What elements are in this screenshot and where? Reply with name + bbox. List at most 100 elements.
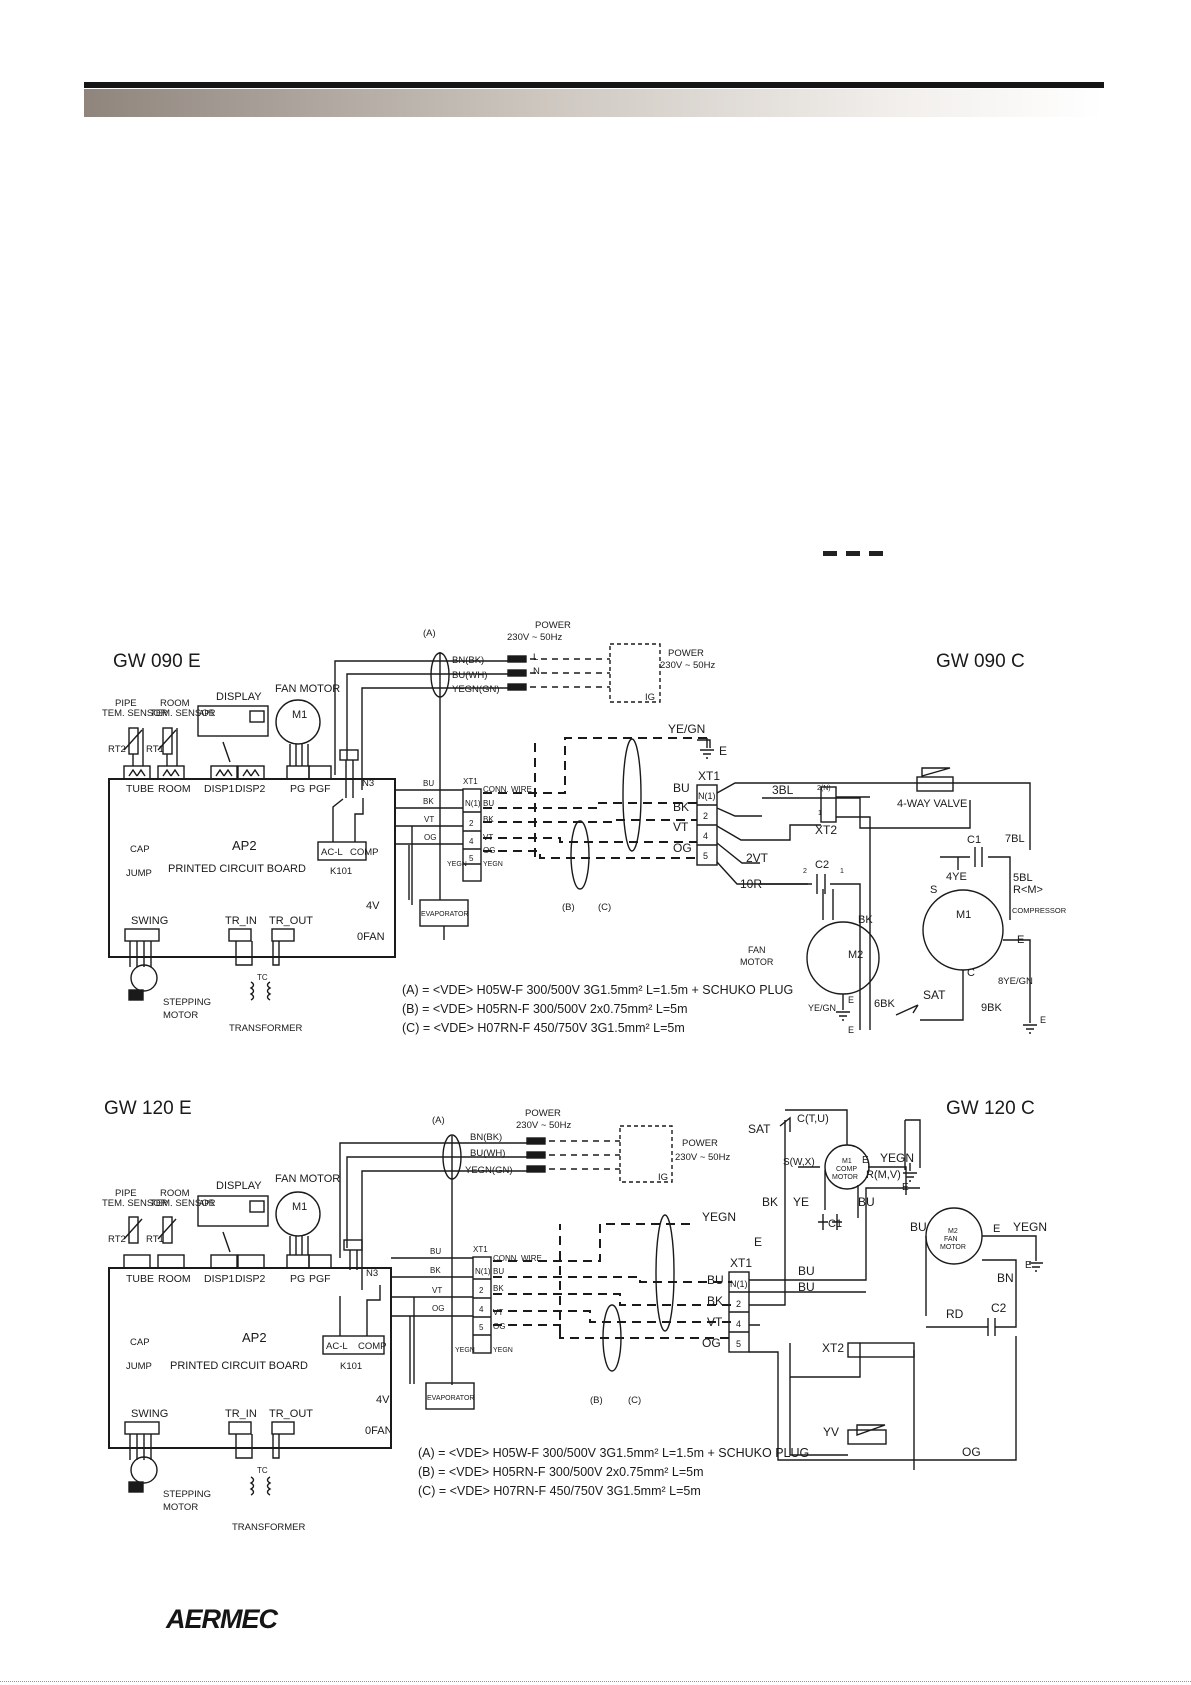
svg-text:(C): (C)	[598, 902, 611, 913]
svg-text:C: C	[967, 967, 975, 979]
connector-pg	[286, 765, 310, 780]
svg-text:M1: M1	[842, 1158, 852, 1165]
svg-text:CAP: CAP	[130, 844, 150, 855]
svg-text:E: E	[848, 995, 854, 1005]
model-title-gw120e: GW 120 E	[104, 1098, 192, 1119]
svg-text:L: L	[533, 652, 538, 663]
svg-text:BU: BU	[430, 1247, 441, 1256]
svg-text:BU: BU	[707, 1273, 724, 1287]
svg-text:K101: K101	[340, 1361, 362, 1372]
svg-text:PRINTED CIRCUIT BOARD: PRINTED CIRCUIT BOARD	[168, 863, 306, 875]
svg-text:0FAN: 0FAN	[357, 931, 385, 943]
svg-text:BK: BK	[423, 797, 434, 806]
svg-text:4YE: 4YE	[946, 871, 967, 883]
svg-text:XT1: XT1	[730, 1256, 752, 1270]
svg-text:XT2: XT2	[822, 1341, 844, 1355]
svg-text:DISPLAY: DISPLAY	[216, 1180, 262, 1192]
svg-text:OG: OG	[424, 833, 436, 842]
svg-text:4: 4	[703, 831, 708, 841]
svg-text:POWER: POWER	[668, 648, 704, 659]
power-cord-a	[334, 660, 508, 790]
svg-text:OG: OG	[962, 1445, 981, 1459]
svg-text:5: 5	[703, 851, 708, 861]
svg-text:IG: IG	[645, 692, 655, 703]
legend-cable-a: (A) = <VDE> H05W-F 300/500V 3G1.5mm² L=1…	[418, 1446, 810, 1460]
svg-text:230V ~ 50Hz: 230V ~ 50Hz	[516, 1120, 571, 1131]
svg-text:2(N): 2(N)	[817, 785, 831, 792]
svg-text:M1: M1	[292, 709, 307, 721]
svg-text:XT1: XT1	[473, 1245, 488, 1254]
svg-text:(A): (A)	[423, 628, 436, 639]
svg-text:FAN: FAN	[748, 945, 766, 955]
sat-switch	[895, 1004, 919, 1016]
svg-text:4V: 4V	[366, 900, 380, 912]
svg-text:CAP: CAP	[130, 1337, 150, 1348]
svg-text:BK: BK	[483, 815, 494, 824]
svg-text:MOTOR: MOTOR	[832, 1174, 858, 1181]
svg-text:(C): (C)	[628, 1395, 641, 1406]
svg-text:4-WAY VALVE: 4-WAY VALVE	[897, 798, 967, 810]
svg-text:R<M>: R<M>	[1013, 884, 1043, 896]
svg-text:E: E	[719, 744, 727, 758]
svg-text:CONN. WIRE: CONN. WIRE	[493, 1254, 542, 1263]
model-title-gw090c: GW 090 C	[936, 651, 1025, 672]
svg-text:AC-L: AC-L	[321, 847, 343, 858]
legend-cable-b: (B) = <VDE> H05RN-F 300/500V 2x0.75mm² L…	[418, 1465, 704, 1479]
svg-text:YE/GN: YE/GN	[668, 722, 705, 736]
svg-text:2: 2	[479, 1286, 484, 1295]
legend-cable-c: (C) = <VDE> H07RN-F 450/750V 3G1.5mm² L=…	[418, 1484, 701, 1498]
svg-text:TC: TC	[257, 1466, 268, 1475]
svg-text:TR_IN: TR_IN	[225, 1408, 257, 1420]
terminal-xt1-indoor	[462, 788, 482, 882]
svg-text:S: S	[930, 884, 937, 896]
connector-tube	[123, 765, 151, 780]
svg-text:JUMP: JUMP	[126, 868, 152, 879]
svg-text:XT1: XT1	[698, 769, 720, 783]
svg-text:RT1: RT1	[146, 744, 164, 755]
svg-text:YEGN(GN): YEGN(GN)	[465, 1165, 513, 1176]
svg-text:BK: BK	[858, 914, 873, 926]
connector-swing	[124, 928, 160, 967]
fan-motor-m2	[806, 921, 880, 995]
svg-text:DISP1: DISP1	[204, 783, 235, 795]
svg-text:VT: VT	[493, 1308, 503, 1317]
svg-text:IG: IG	[658, 1172, 668, 1183]
svg-text:YEGN: YEGN	[702, 1210, 736, 1224]
svg-text:2: 2	[803, 868, 807, 875]
svg-text:VT: VT	[483, 833, 493, 842]
svg-text:4: 4	[736, 1319, 741, 1329]
svg-text:BN: BN	[997, 1271, 1014, 1285]
svg-text:BU: BU	[858, 1195, 875, 1209]
svg-text:E: E	[993, 1223, 1000, 1235]
svg-text:2: 2	[736, 1299, 741, 1309]
svg-text:XT2: XT2	[815, 823, 837, 837]
svg-text:(B): (B)	[562, 902, 575, 913]
svg-text:AP2: AP2	[232, 838, 257, 853]
svg-text:230V ~ 50Hz: 230V ~ 50Hz	[660, 660, 715, 671]
svg-text:RT2: RT2	[108, 1234, 126, 1245]
svg-text:TR_IN: TR_IN	[225, 915, 257, 927]
svg-text:OG: OG	[432, 1304, 444, 1313]
legend-cable-a: (A) = <VDE> H05W-F 300/500V 3G1.5mm² L=1…	[402, 983, 794, 997]
svg-text:DISP2: DISP2	[235, 1273, 266, 1285]
svg-text:TRANSFORMER: TRANSFORMER	[232, 1522, 306, 1533]
svg-text:E: E	[862, 1155, 869, 1166]
svg-text:230V ~ 50Hz: 230V ~ 50Hz	[507, 632, 562, 643]
svg-text:10R: 10R	[740, 877, 762, 891]
svg-text:8YE/GN: 8YE/GN	[998, 976, 1033, 987]
svg-text:DISP2: DISP2	[235, 783, 266, 795]
svg-text:230V ~ 50Hz: 230V ~ 50Hz	[675, 1152, 730, 1163]
svg-text:N(1): N(1)	[475, 1267, 491, 1276]
compressor-earth-wire	[1003, 939, 1031, 1015]
svg-text:BU(WH): BU(WH)	[452, 670, 487, 681]
svg-text:5: 5	[736, 1339, 741, 1349]
svg-text:TR_OUT: TR_OUT	[269, 1408, 313, 1420]
labels-bottom: POWER 230V ~ 50Hz POWER 230V ~ 50Hz IG (…	[102, 1108, 1047, 1533]
svg-text:3BL: 3BL	[772, 783, 794, 797]
svg-text:YEGN: YEGN	[483, 861, 503, 868]
pipe-sensor-rt2	[123, 727, 144, 766]
svg-text:DISP1: DISP1	[204, 1273, 235, 1285]
svg-text:PGF: PGF	[309, 1273, 331, 1285]
